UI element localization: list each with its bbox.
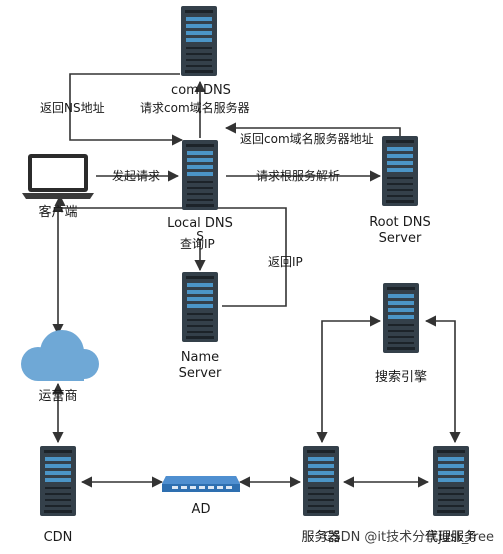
edge-return-ip (54, 194, 287, 307)
laptop-icon (22, 154, 94, 199)
name-server-icon (182, 272, 218, 342)
request-com-label: 请求com域名服务器 (140, 100, 250, 115)
cloud-icon (21, 330, 99, 381)
edge-search-server (316, 315, 382, 444)
return-ns-label: 返回NS地址 (40, 101, 105, 115)
name-server-label-line1: Name (181, 350, 219, 365)
watermark: CSDN @it技术分享just_free (323, 529, 494, 545)
root-dns-label-line1: Root DNS (369, 215, 431, 230)
search-engine-label: 搜索引擎 (375, 370, 427, 385)
local-dns-server-icon (182, 140, 218, 210)
server-mid-icon (303, 446, 339, 516)
cdn-label: CDN (44, 530, 73, 545)
proxy-server-label: 代理服务 (425, 529, 477, 545)
edge-return-ns (69, 73, 184, 146)
server-mid-label: 服务器 (301, 529, 340, 545)
carrier-label: 运营商 (38, 389, 77, 404)
client-label: 客户端 (38, 204, 77, 220)
proxy-server-icon (433, 446, 469, 516)
return-ip-label: 返回IP (268, 255, 303, 269)
root-dns-server-icon (382, 136, 418, 206)
edge-return-com (224, 122, 401, 136)
request-root-label: 请求根服务解析 (256, 168, 340, 183)
com-dns-server-icon (181, 6, 217, 76)
return-com-label: 返回com域名服务器地址 (240, 131, 374, 146)
query-ip-label: 查询IP (180, 237, 215, 251)
local-dns-label: Local DNS (167, 216, 233, 231)
com-dns-label: com DNS (171, 83, 231, 98)
root-dns-label-line2: Server (379, 231, 422, 246)
ad-switch-icon (162, 476, 240, 492)
search-engine-server-icon (383, 283, 419, 353)
local-dns-sub-label: S (196, 229, 204, 243)
cdn-server-icon (40, 446, 76, 516)
initiate-label: 发起请求 (112, 168, 160, 183)
edge-search-proxy (424, 315, 461, 444)
name-server-label-line2: Server (179, 366, 222, 381)
connectors (52, 73, 461, 488)
ad-label: AD (192, 502, 211, 517)
